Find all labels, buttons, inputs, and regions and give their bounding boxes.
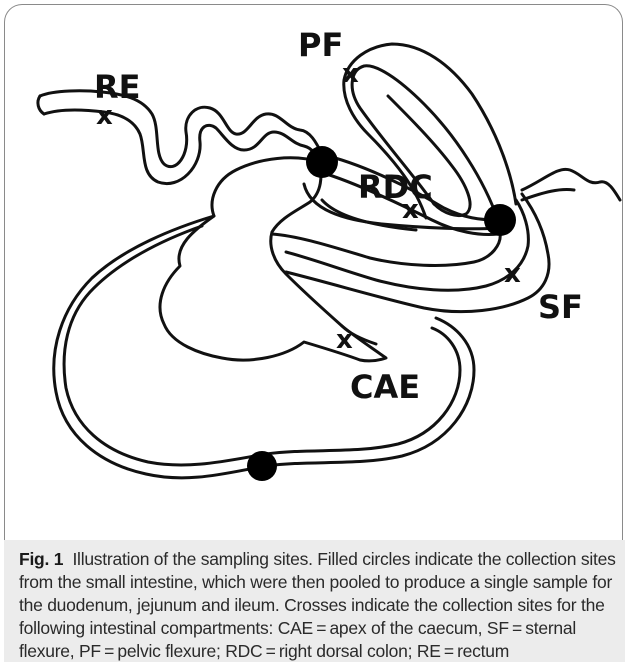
small-intestine-site-1 — [306, 146, 338, 178]
label-rdc: RDC — [358, 168, 433, 206]
ventral-colon — [272, 232, 500, 265]
label-sf: SF — [538, 288, 583, 326]
caption-text: Illustration of the sampling sites. Fill… — [19, 549, 616, 661]
small-intestine-site-2 — [484, 204, 516, 236]
small-intestine-site-3 — [247, 451, 277, 481]
figure-caption: Fig. 1 Illustration of the sampling site… — [19, 548, 619, 663]
cross-cae: x — [336, 325, 353, 355]
cross-pf: x — [342, 59, 359, 89]
cross-sf: x — [504, 259, 521, 289]
label-cae: CAE — [350, 368, 420, 406]
figure-label: Fig. 1 — [19, 549, 63, 569]
rectum-tube — [40, 91, 322, 167]
intestine-diagram: x x x x x RE PF RDC SF CAE — [4, 4, 625, 540]
label-re: RE — [94, 68, 141, 106]
label-pf: PF — [298, 26, 343, 64]
